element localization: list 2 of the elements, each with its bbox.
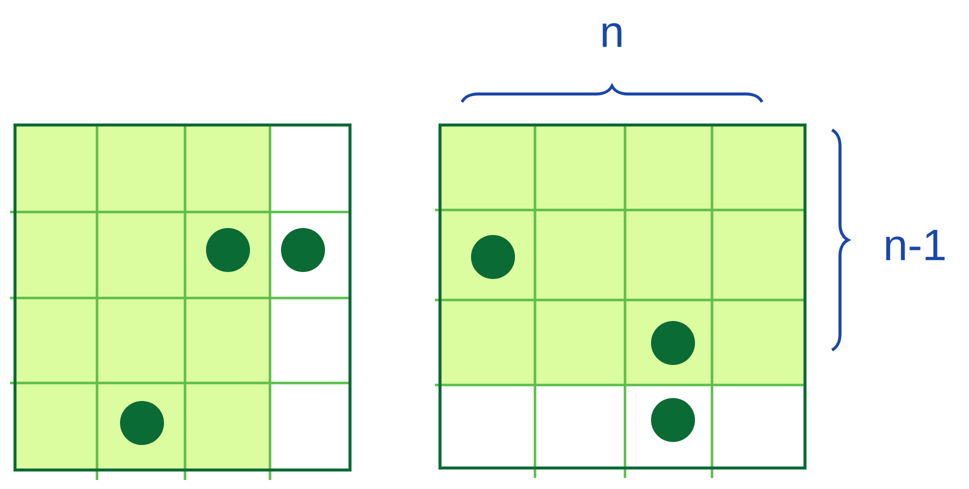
brace-label: n [602, 23, 622, 47]
brace-label: n-1 [886, 230, 945, 260]
